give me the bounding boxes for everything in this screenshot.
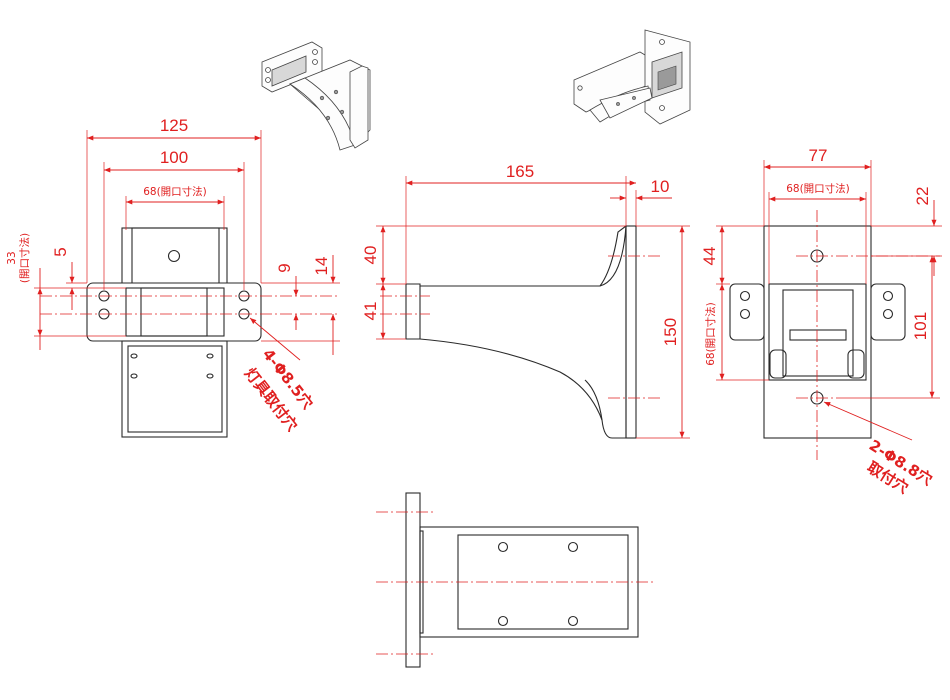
dim-22: 22 (913, 187, 932, 206)
dim-14: 14 (312, 257, 331, 276)
dim-165: 165 (506, 162, 534, 181)
dim-68-opening-back: 68(開口寸法) (786, 182, 850, 195)
dim-41: 41 (361, 302, 380, 321)
dim-40: 40 (361, 246, 380, 265)
dim-33-label: (開口寸法) (18, 233, 31, 283)
dim-125: 125 (160, 116, 188, 135)
dim-10: 10 (651, 177, 670, 196)
isometric-view-2 (573, 29, 691, 125)
dim-5: 5 (51, 247, 70, 256)
top-view (376, 492, 656, 668)
front-view: 125 100 68(開口寸法) 33 (開口寸法) 5 9 14 (6, 116, 340, 438)
dim-100: 100 (160, 148, 188, 167)
back-view: 77 68(開口寸法) 22 44 68(開口寸法) 101 2-Φ8.8穴 取… (700, 146, 942, 497)
dim-77: 77 (809, 146, 828, 165)
dim-101: 101 (911, 312, 930, 340)
dim-150: 150 (661, 318, 680, 346)
dim-68-opening-vertical: 68(開口寸法) (704, 302, 717, 366)
dim-33: 33 (6, 251, 18, 264)
dim-9: 9 (275, 263, 294, 272)
isometric-view-1 (261, 41, 371, 151)
side-view: 165 10 40 41 150 (361, 162, 690, 439)
dim-68-opening: 68(開口寸法) (143, 185, 207, 198)
dim-44: 44 (700, 247, 719, 266)
